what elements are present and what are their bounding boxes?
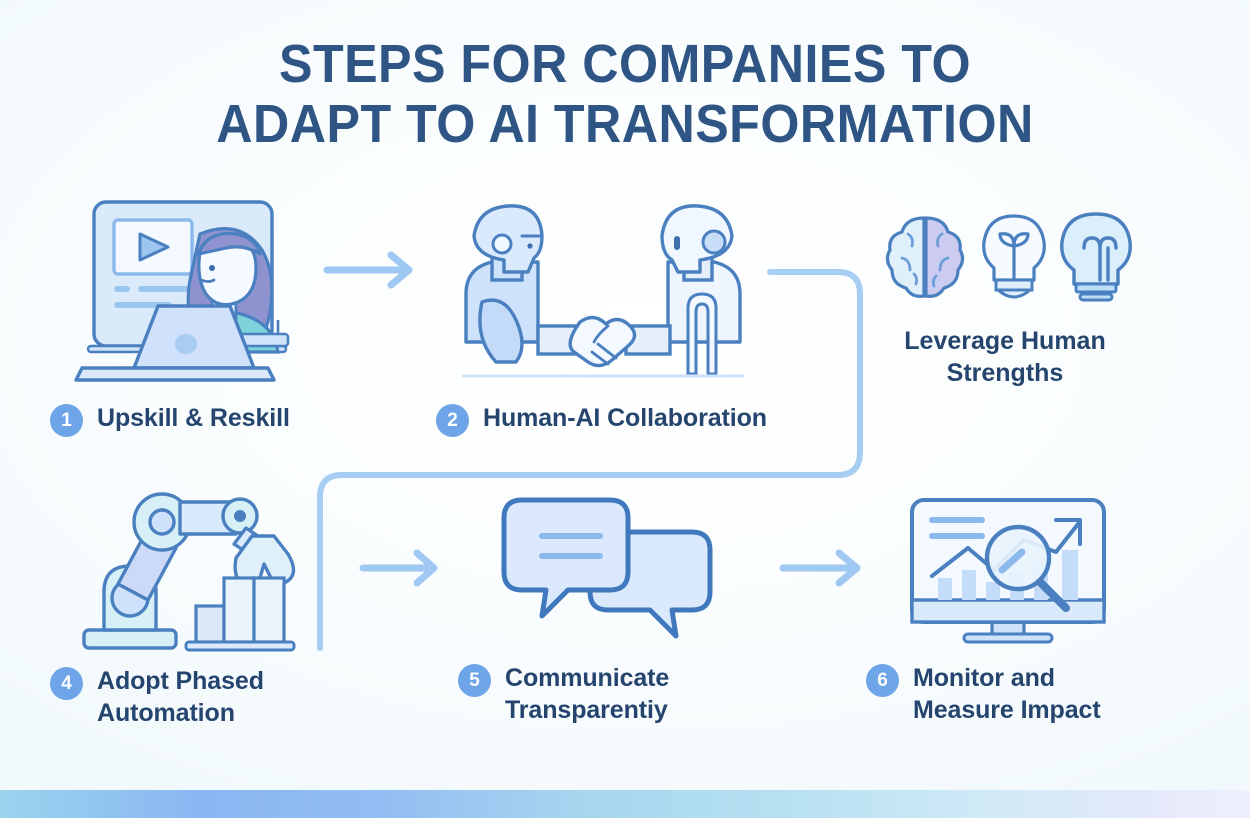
step-2-badge: 2 bbox=[436, 404, 469, 437]
arrow-step4-to-step5 bbox=[359, 549, 438, 587]
step-4-label-row: 4 Adopt Phased Automation bbox=[50, 665, 264, 729]
title-line-2: ADAPT TO AI TRANSFORMATION bbox=[216, 94, 1034, 154]
monitor-analytics-icon bbox=[906, 494, 1112, 649]
robot-arm-and-bar-chart-icon bbox=[74, 484, 304, 659]
lightbulb-filament-glyph bbox=[1060, 212, 1132, 302]
step-5-badge: 5 bbox=[458, 664, 491, 697]
step-4-label: Adopt Phased Automation bbox=[97, 667, 264, 727]
arrow-step5-to-step6 bbox=[779, 549, 861, 587]
speech-bubbles-icon bbox=[500, 494, 720, 645]
human-robot-handshake-icon bbox=[448, 198, 758, 395]
step-2-label: Human-AI Collaboration bbox=[483, 404, 767, 432]
lightbulb-sprout-glyph bbox=[982, 214, 1046, 299]
decorative-gradient-bar bbox=[0, 790, 1250, 818]
step-6-badge: 6 bbox=[866, 664, 899, 697]
step-4-badge: 4 bbox=[50, 667, 83, 700]
person-at-laptop-icon bbox=[72, 196, 302, 391]
step-2-label-row: 2 Human-AI Collaboration bbox=[436, 402, 767, 437]
page-title: STEPS FOR COMPANIES TO ADAPT TO AI TRANS… bbox=[0, 34, 1250, 154]
brain-and-lightbulbs-icon bbox=[884, 208, 1134, 311]
step-1-label: Upskill & Reskill bbox=[97, 404, 290, 432]
step-3-label: Leverage Human Strengths bbox=[904, 327, 1106, 387]
step-1-badge: 1 bbox=[50, 404, 83, 437]
step-6-label: Monitor and Measure Impact bbox=[913, 664, 1101, 724]
brain-glyph bbox=[885, 216, 965, 298]
step-6-label-row: 6 Monitor and Measure Impact bbox=[866, 662, 1101, 726]
step-5-label-row: 5 Communicate Transparentiy bbox=[458, 662, 669, 726]
step-1-label-row: 1 Upskill & Reskill bbox=[50, 402, 290, 437]
step-5-label: Communicate Transparentiy bbox=[505, 664, 670, 724]
arrow-step1-to-step2 bbox=[323, 251, 413, 289]
title-line-1: STEPS FOR COMPANIES TO bbox=[278, 34, 972, 94]
